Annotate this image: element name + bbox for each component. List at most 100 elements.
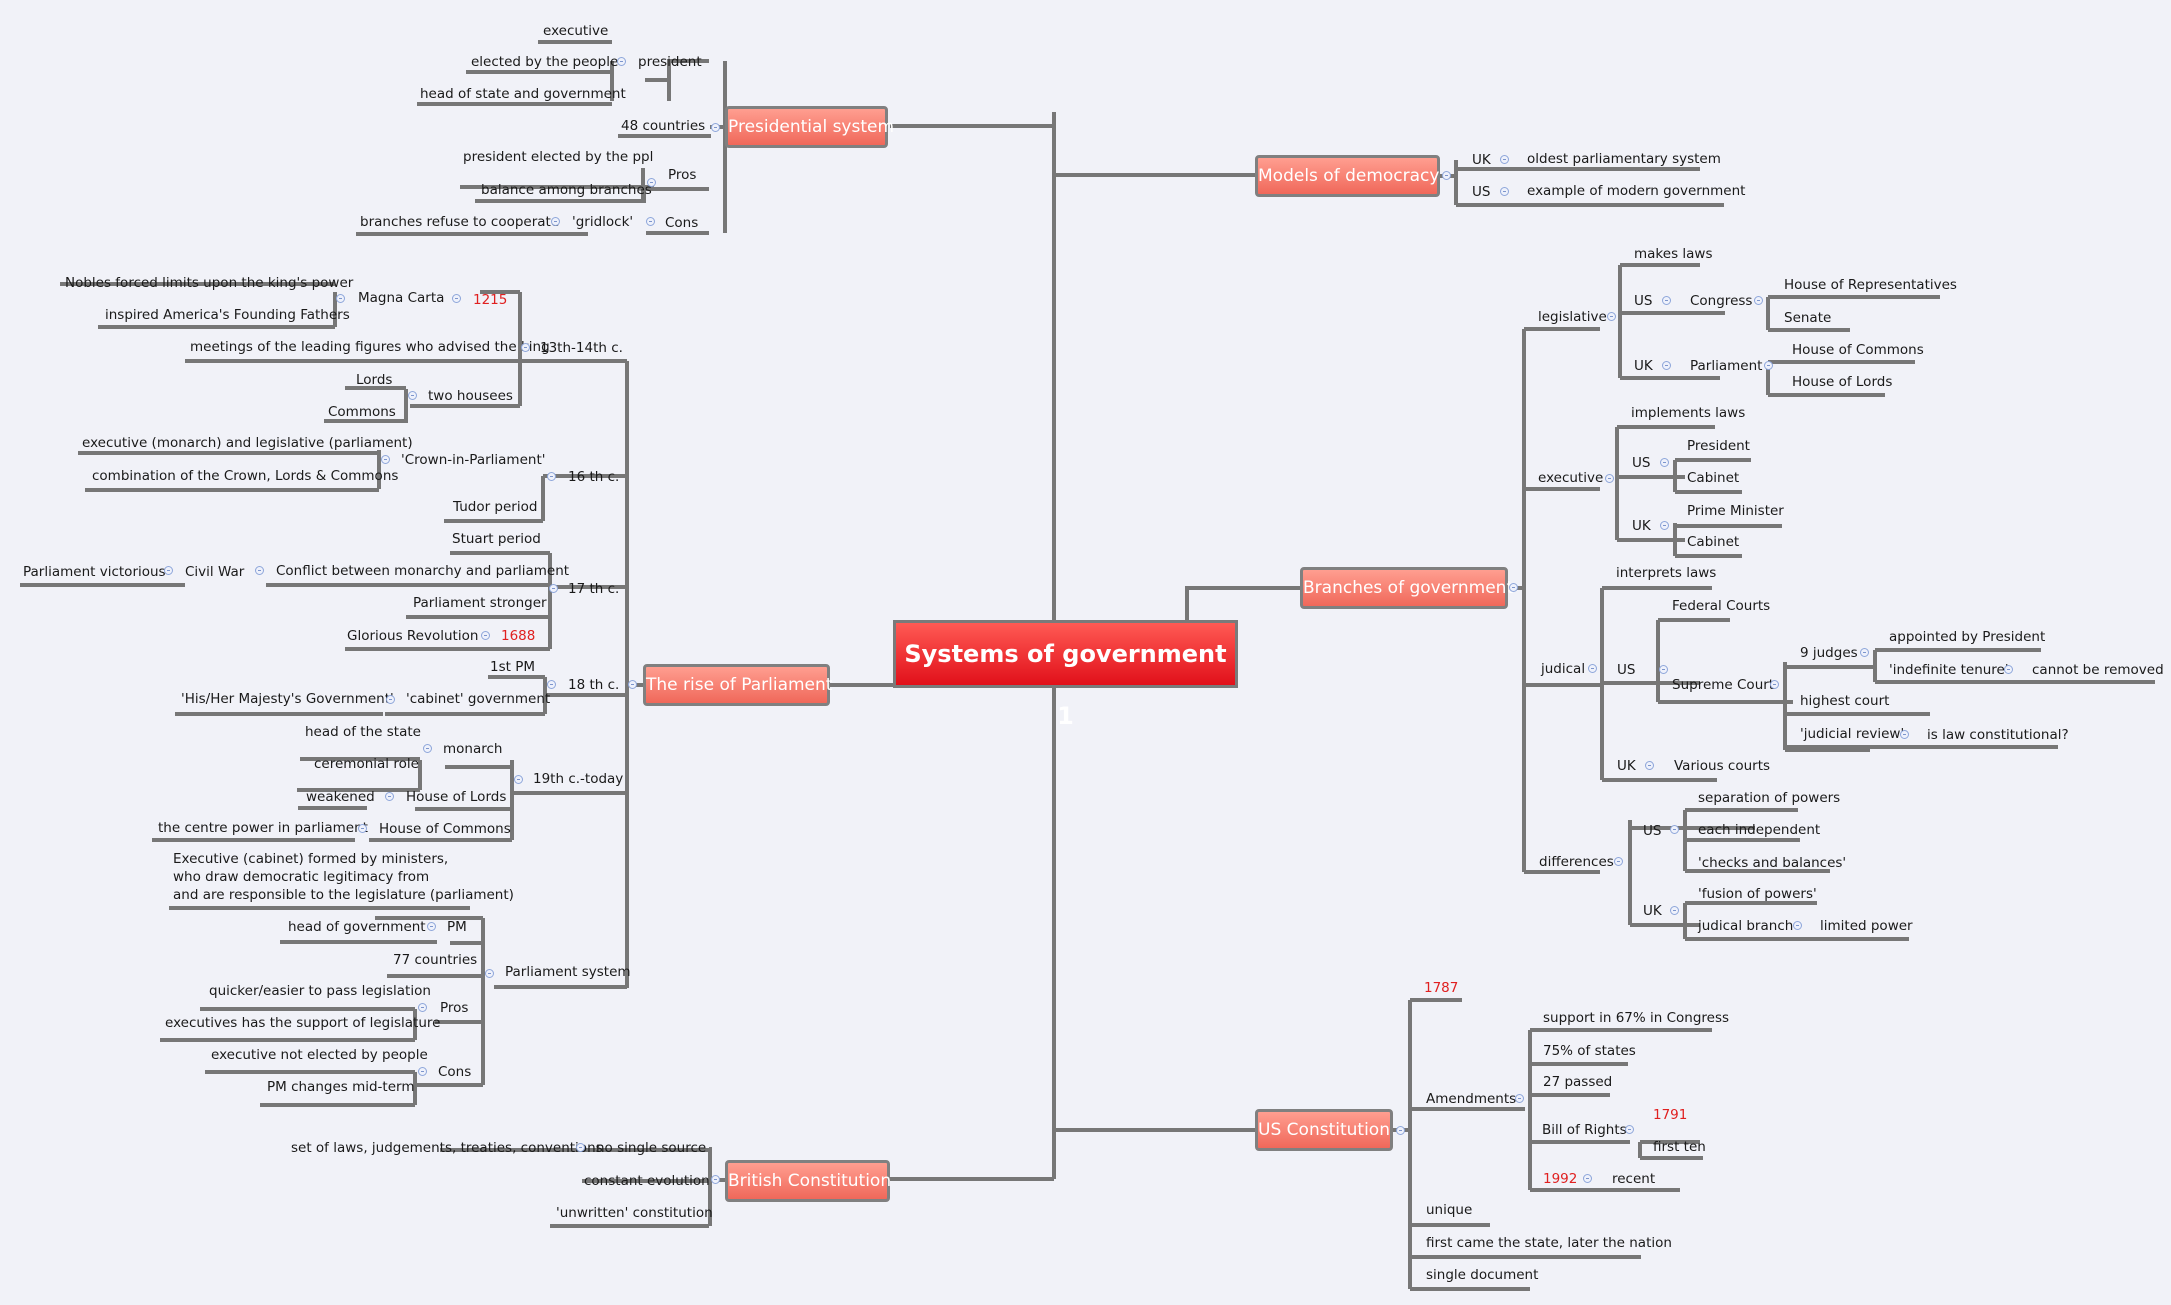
collapse-toggle-icon[interactable] (381, 455, 390, 464)
collapse-toggle-icon[interactable] (551, 217, 560, 226)
collapse-toggle-icon[interactable] (1660, 458, 1669, 467)
collapse-toggle-icon[interactable] (521, 343, 530, 352)
node-label: combination of the Crown, Lords & Common… (92, 468, 399, 484)
collapse-toggle-icon[interactable] (1500, 155, 1509, 164)
node-label: UK (1643, 903, 1662, 919)
node-label: interprets laws (1616, 565, 1717, 581)
collapse-toggle-icon[interactable] (418, 1067, 427, 1076)
collapse-toggle-icon[interactable] (711, 1175, 720, 1184)
collapse-toggle-icon[interactable] (1793, 921, 1802, 930)
node-label: Pros (668, 167, 697, 183)
collapse-toggle-icon[interactable] (1670, 825, 1679, 834)
year-label: 1215 (473, 292, 508, 308)
branch-british-constitution[interactable]: British Constitution (725, 1160, 891, 1202)
collapse-toggle-icon[interactable] (711, 123, 720, 132)
node-label: Conflict between monarchy and parliament (276, 563, 570, 579)
collapse-toggle-icon[interactable] (1614, 857, 1623, 866)
branch-presidential-system[interactable]: Presidential system (725, 106, 894, 148)
collapse-toggle-icon[interactable] (1500, 187, 1509, 196)
central-topic[interactable]: Systems of government 1 (893, 620, 1238, 730)
node-label: 18 th c. (568, 677, 620, 693)
collapse-toggle-icon[interactable] (385, 792, 394, 801)
node-label: example of modern government (1527, 183, 1746, 199)
collapse-toggle-icon[interactable] (547, 680, 556, 689)
collapse-toggle-icon[interactable] (255, 566, 264, 575)
node-label: 'gridlock' (572, 214, 634, 230)
node-label: constant evolution (584, 1173, 710, 1189)
collapse-toggle-icon[interactable] (164, 566, 173, 575)
node-label: House of Lords (1792, 374, 1893, 390)
collapse-toggle-icon[interactable] (617, 57, 626, 66)
node-label: 'cabinet' government (406, 691, 551, 707)
collapse-toggle-icon[interactable] (1605, 474, 1614, 483)
collapse-toggle-icon[interactable] (628, 680, 637, 689)
collapse-toggle-icon[interactable] (1607, 312, 1616, 321)
branch-us-constitution[interactable]: US Constitution (1255, 1109, 1393, 1151)
collapse-toggle-icon[interactable] (452, 294, 461, 303)
branch-models-of-democracy[interactable]: Models of democracy (1255, 155, 1440, 197)
collapse-toggle-icon[interactable] (1515, 1094, 1524, 1103)
node-label: 'checks and balances' (1698, 855, 1847, 871)
collapse-toggle-icon[interactable] (1625, 1125, 1634, 1134)
collapse-toggle-icon[interactable] (1396, 1126, 1405, 1135)
collapse-toggle-icon[interactable] (1670, 906, 1679, 915)
node-label: recent (1612, 1171, 1656, 1187)
collapse-toggle-icon[interactable] (2004, 665, 2013, 674)
collapse-toggle-icon[interactable] (1660, 521, 1669, 530)
collapse-toggle-icon[interactable] (647, 178, 656, 187)
collapse-toggle-icon[interactable] (336, 294, 345, 303)
node-label: cannot be removed (2032, 662, 2164, 678)
collapse-toggle-icon[interactable] (1662, 296, 1671, 305)
node-label: monarch (443, 741, 503, 757)
node-label: PM (447, 919, 467, 935)
collapse-toggle-icon[interactable] (646, 217, 655, 226)
year-label: 1787 (1424, 980, 1459, 996)
node-label: limited power (1820, 918, 1913, 934)
collapse-toggle-icon[interactable] (1659, 665, 1668, 674)
node-label: Cabinet (1687, 534, 1740, 550)
collapse-toggle-icon[interactable] (1860, 648, 1869, 657)
collapse-toggle-icon[interactable] (1770, 680, 1779, 689)
collapse-toggle-icon[interactable] (1583, 1174, 1592, 1183)
collapse-toggle-icon[interactable] (1662, 361, 1671, 370)
node-label: oldest parliamentary system (1527, 151, 1721, 167)
collapse-toggle-icon[interactable] (514, 775, 523, 784)
collapse-toggle-icon[interactable] (408, 391, 417, 400)
node-label: Executive (cabinet) formed by ministers,… (173, 851, 514, 903)
collapse-toggle-icon[interactable] (485, 969, 494, 978)
node-label: head of the state (305, 724, 421, 740)
collapse-toggle-icon[interactable] (1764, 361, 1773, 370)
node-label: quicker/easier to pass legislation (209, 983, 431, 999)
collapse-toggle-icon[interactable] (547, 472, 556, 481)
collapse-toggle-icon[interactable] (1442, 171, 1451, 180)
node-label: no single source (596, 1140, 707, 1156)
collapse-toggle-icon[interactable] (1900, 730, 1909, 739)
node-label: ceremonial role (314, 756, 419, 772)
node-label: separation of powers (1698, 790, 1841, 806)
node-label: inspired America's Founding Fathers (105, 307, 350, 323)
node-label: makes laws (1634, 246, 1713, 262)
collapse-toggle-icon[interactable] (576, 1143, 585, 1152)
collapse-toggle-icon[interactable] (481, 631, 490, 640)
branch-rise-of-parliament[interactable]: The rise of Parliament (643, 664, 832, 706)
collapse-toggle-icon[interactable] (1588, 664, 1597, 673)
node-label: is law constitutional? (1927, 727, 2069, 743)
collapse-toggle-icon[interactable] (423, 744, 432, 753)
node-label: Cabinet (1687, 470, 1740, 486)
branch-branches-of-government[interactable]: Branches of government (1300, 567, 1513, 609)
collapse-toggle-icon[interactable] (358, 824, 367, 833)
collapse-toggle-icon[interactable] (549, 584, 558, 593)
node-label: 9 judges (1800, 645, 1858, 661)
node-label: UK (1617, 758, 1636, 774)
node-label: meetings of the leading figures who advi… (190, 339, 550, 355)
collapse-toggle-icon[interactable] (418, 1003, 427, 1012)
node-label: 16 th c. (568, 469, 620, 485)
node-label: President (1687, 438, 1750, 454)
node-label: Pros (440, 1000, 469, 1016)
collapse-toggle-icon[interactable] (1754, 296, 1763, 305)
collapse-toggle-icon[interactable] (386, 695, 395, 704)
collapse-toggle-icon[interactable] (1509, 583, 1518, 592)
collapse-toggle-icon[interactable] (427, 922, 436, 931)
collapse-toggle-icon[interactable] (1645, 761, 1654, 770)
node-label: 17 th c. (568, 581, 620, 597)
